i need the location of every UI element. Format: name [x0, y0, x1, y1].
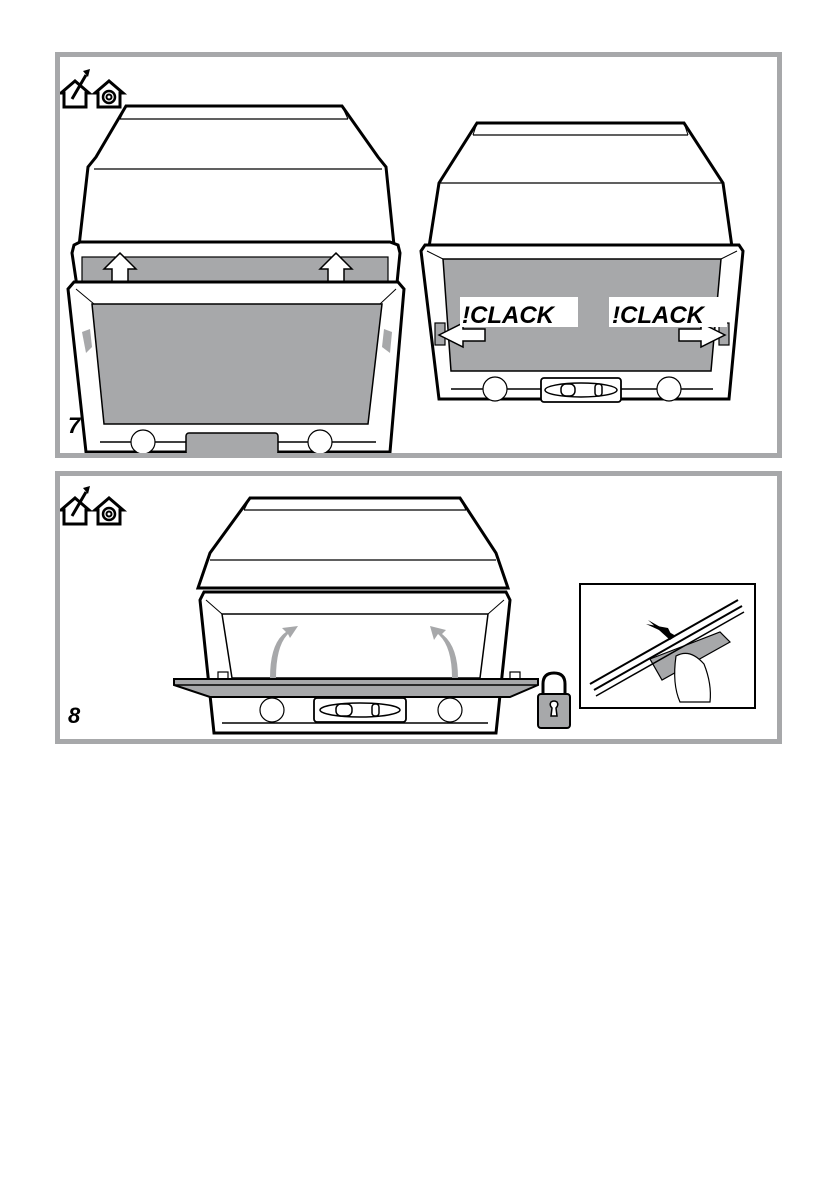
step-8-panel: 8 [55, 471, 782, 744]
step-number: 8 [68, 703, 81, 728]
detail-slider-clip-inset [579, 583, 756, 709]
clack-label-left: !CLACK [462, 302, 556, 329]
hood-panel-clip-side [419, 121, 745, 403]
recirculation-house-icon [90, 79, 128, 109]
step-7-illustration: !CLACK !CLACK [60, 69, 745, 453]
ducted-extraction-house-icon [60, 69, 94, 109]
recirculation-house-icon [90, 496, 128, 526]
ducted-extraction-house-icon [60, 486, 94, 526]
hood-front-panel-close [173, 496, 539, 735]
clack-label-right: !CLACK [612, 302, 706, 329]
hood-panel-push-up [66, 104, 406, 453]
step-number: 7 [68, 413, 81, 438]
lock-icon [537, 671, 571, 729]
step-8-illustration [60, 486, 756, 735]
step-7-panel: !CLACK !CLACK 7 [55, 52, 782, 458]
